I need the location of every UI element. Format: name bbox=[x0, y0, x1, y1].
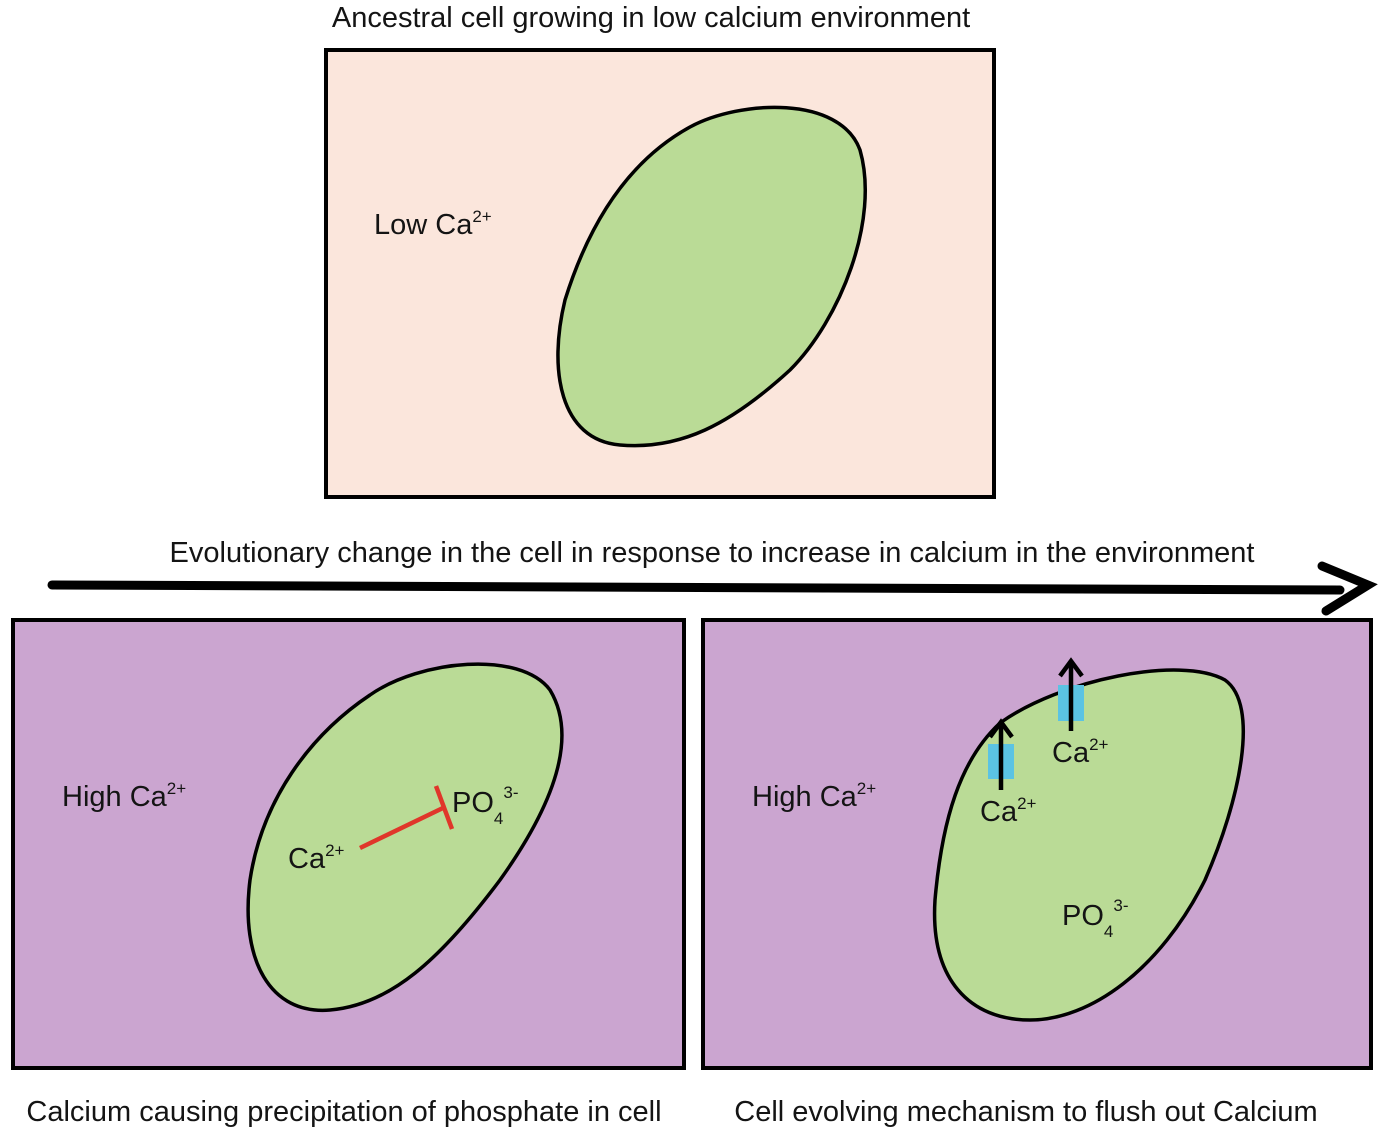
efflux-arrowhead-1-icon bbox=[988, 718, 1014, 739]
efflux-arrowhead-2-icon bbox=[1058, 657, 1084, 678]
phosphate-ion-label: PO43- bbox=[452, 783, 519, 828]
evolution-arrow-label: Evolutionary change in the cell in respo… bbox=[170, 537, 1255, 569]
inhibition-line bbox=[359, 804, 446, 851]
phosphate-ion-label-right: PO43- bbox=[1062, 896, 1129, 941]
calcium-ion-label: Ca2+ bbox=[288, 841, 345, 875]
left-panel: High Ca2+ Ca2+ PO43- Calcium causing pre… bbox=[11, 618, 686, 1128]
arrowhead-icon bbox=[1317, 561, 1378, 616]
high-calcium-label-right: High Ca2+ bbox=[752, 779, 876, 813]
ancestral-cell bbox=[556, 105, 868, 448]
high-calcium-label-left: High Ca2+ bbox=[62, 779, 186, 813]
evolution-arrow: Evolutionary change in the cell in respo… bbox=[47, 537, 1378, 616]
top-panel: Ancestral cell growing in low calcium en… bbox=[324, 2, 996, 499]
calcium-ion-label-2: Ca2+ bbox=[1052, 735, 1109, 769]
low-calcium-label: Low Ca2+ bbox=[374, 207, 492, 241]
cell-with-precipitation bbox=[246, 662, 564, 1012]
top-panel-caption: Ancestral cell growing in low calcium en… bbox=[332, 2, 970, 34]
calcium-ion-label-1: Ca2+ bbox=[980, 794, 1037, 828]
right-panel-caption: Cell evolving mechanism to flush out Cal… bbox=[734, 1096, 1317, 1128]
right-panel: High Ca2+ Ca2+ Ca2+ PO43- Cell evolving … bbox=[701, 618, 1373, 1128]
inhibition-bar-icon bbox=[433, 785, 455, 830]
left-panel-caption: Calcium causing precipitation of phospha… bbox=[26, 1096, 661, 1128]
arrow-shaft bbox=[47, 580, 1345, 595]
